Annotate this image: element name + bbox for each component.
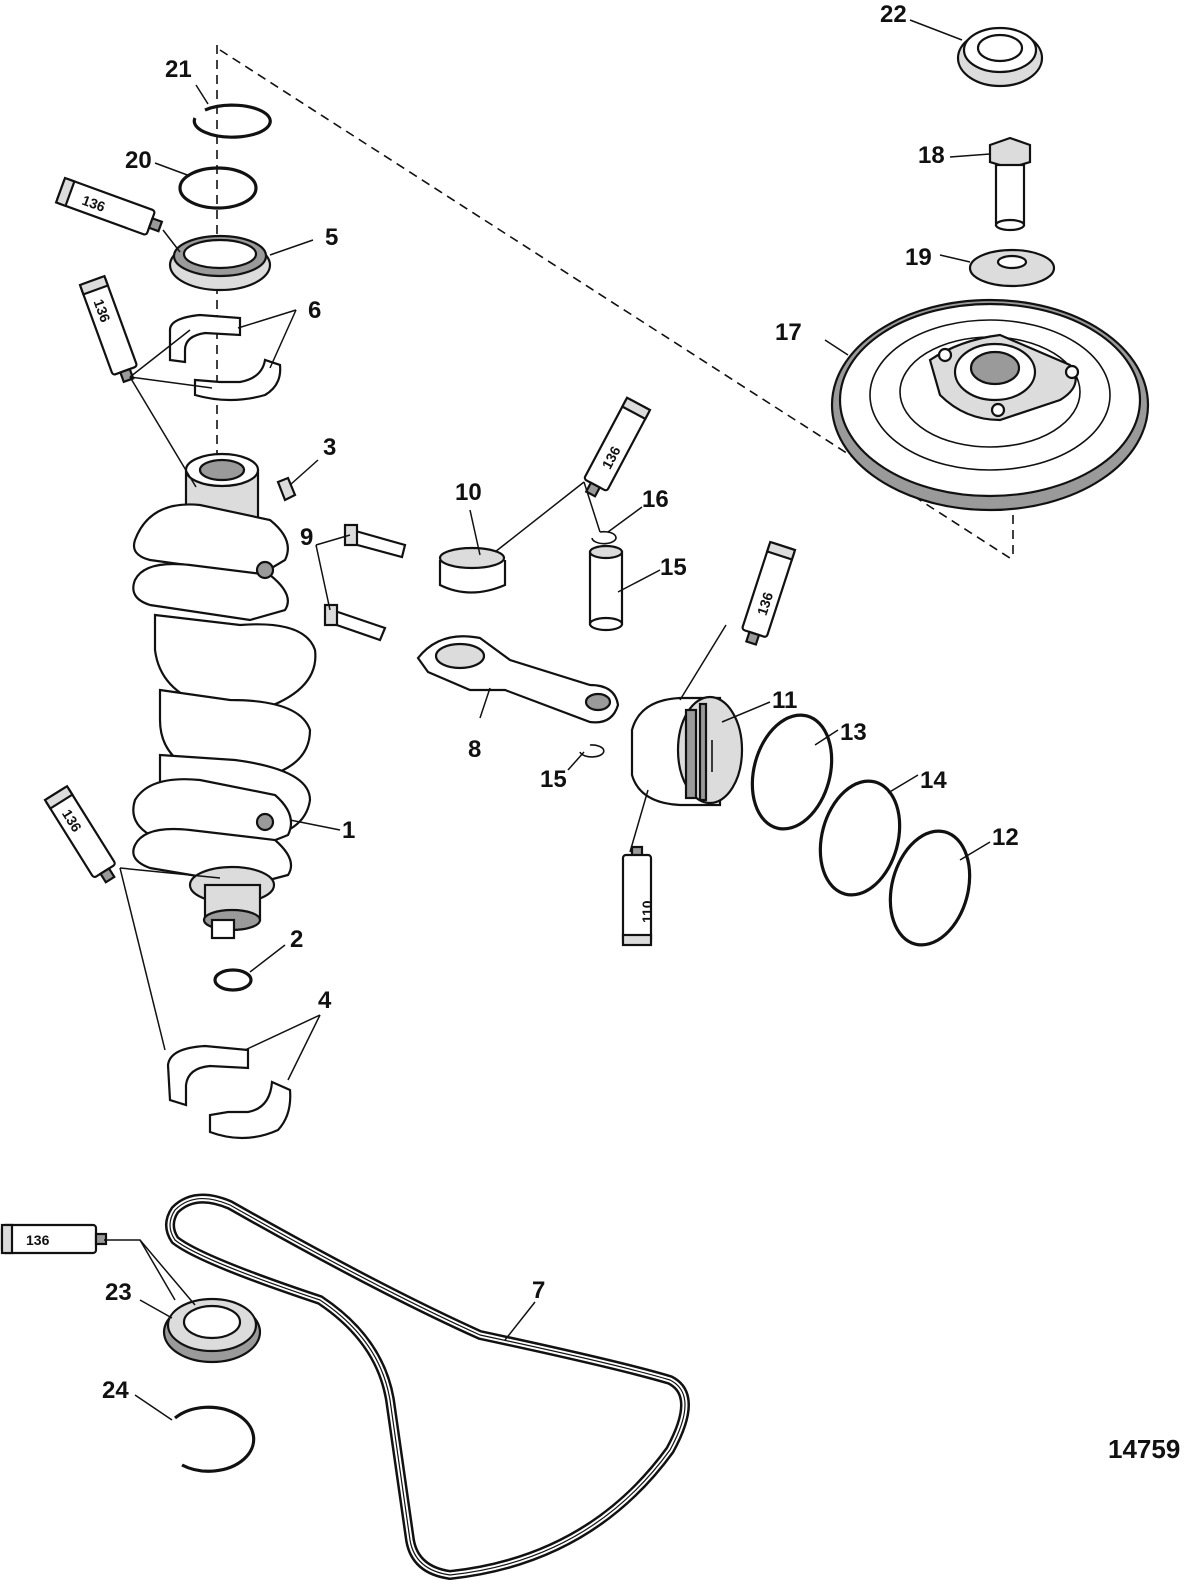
lubricant-tube-7: 110 xyxy=(621,845,655,947)
part-17-flywheel xyxy=(830,298,1150,512)
callout-14: 14 xyxy=(920,767,947,794)
part-9-rod-bolts xyxy=(323,523,407,642)
callout-21: 21 xyxy=(165,56,192,83)
part-12-piston-ring xyxy=(888,829,972,947)
part-4-main-bearing-lower xyxy=(166,1044,292,1140)
callout-labels: 21 20 5 6 3 9 10 16 15 8 15 11 13 14 12 … xyxy=(102,1,1180,1464)
part-10-rod-bearing xyxy=(438,546,507,594)
callout-9: 9 xyxy=(300,524,313,551)
part-8-connecting-rod xyxy=(416,635,620,724)
part-21-retaining-ring xyxy=(192,103,272,139)
tube-label-7: 110 xyxy=(639,900,655,923)
lubricant-tube-4: 136 xyxy=(741,540,797,646)
tube-label-6: 136 xyxy=(26,1232,50,1248)
tube-label-4: 136 xyxy=(754,590,777,617)
part-3-key xyxy=(276,476,297,502)
part-20-o-ring xyxy=(178,166,258,210)
lubricant-tube-1: 136 xyxy=(54,176,164,236)
lubricant-tube-6: 136 xyxy=(0,1223,108,1255)
callout-15-b: 15 xyxy=(540,766,567,793)
callout-3: 3 xyxy=(323,434,336,461)
callout-10: 10 xyxy=(455,479,482,506)
callout-4: 4 xyxy=(318,987,332,1014)
callout-16: 16 xyxy=(642,486,669,513)
part-1-crankshaft xyxy=(132,452,317,940)
part-6-main-bearing-upper xyxy=(168,313,282,402)
callout-19: 19 xyxy=(905,244,932,271)
part-15-snap-ring xyxy=(579,744,605,758)
callout-23: 23 xyxy=(105,1279,132,1306)
callout-18: 18 xyxy=(918,142,945,169)
tube-label-2: 136 xyxy=(91,297,114,325)
callout-24: 24 xyxy=(102,1377,129,1404)
part-14-piston-ring xyxy=(818,779,902,897)
part-16-snap-ring xyxy=(591,530,617,545)
callout-6: 6 xyxy=(308,297,321,324)
part-5-oil-seal xyxy=(168,234,272,292)
callout-13: 13 xyxy=(840,719,867,746)
callout-7: 7 xyxy=(532,1277,545,1304)
part-23-front-seal xyxy=(162,1297,262,1364)
part-22-cap xyxy=(956,26,1044,88)
part-2-o-ring xyxy=(213,968,253,992)
lubricant-tube-2: 136 xyxy=(78,274,138,384)
callout-20: 20 xyxy=(125,147,152,174)
callout-1: 1 xyxy=(342,817,355,844)
lubricant-tube-3: 136 xyxy=(583,396,652,498)
part-18-flywheel-bolt xyxy=(988,136,1032,232)
part-24-retaining-ring xyxy=(174,1405,256,1473)
leader-lines xyxy=(104,19,991,1421)
callout-2: 2 xyxy=(290,926,303,953)
callout-15-a: 15 xyxy=(660,554,687,581)
callout-12: 12 xyxy=(992,824,1019,851)
part-7-drive-belt xyxy=(165,1193,690,1581)
part-11-piston xyxy=(630,695,744,807)
callout-5: 5 xyxy=(325,224,338,251)
part-19-washer xyxy=(968,248,1056,288)
callout-22: 22 xyxy=(880,1,907,28)
part-13-piston-ring xyxy=(750,713,834,831)
callout-17: 17 xyxy=(775,319,802,346)
figure-number: 14759 xyxy=(1108,1434,1180,1464)
callout-11: 11 xyxy=(772,687,797,714)
callout-8: 8 xyxy=(468,736,481,763)
lubricant-tube-5: 136 xyxy=(43,784,116,884)
part-15-piston-pin xyxy=(588,544,624,632)
tube-label-1: 136 xyxy=(80,192,108,215)
